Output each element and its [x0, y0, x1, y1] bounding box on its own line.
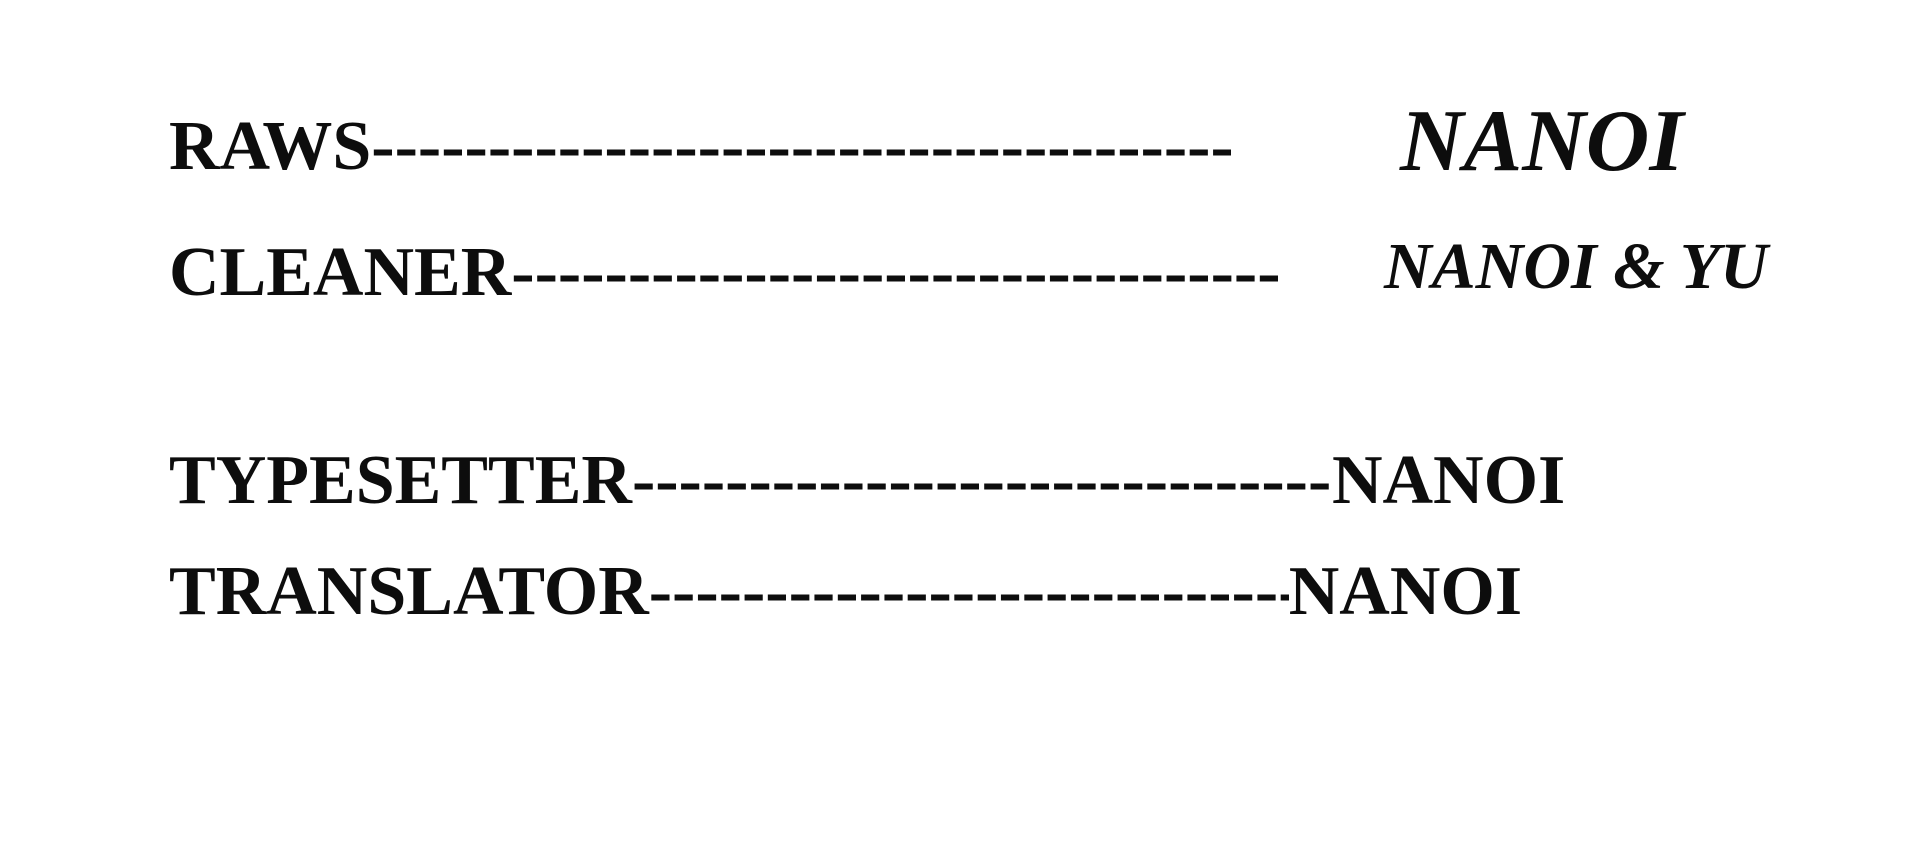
credit-row-translator: TRANSLATOR -----------------------------… — [169, 557, 1522, 627]
role-label: RAWS — [169, 108, 372, 185]
dash-leader: ----------------------------------------… — [511, 238, 1281, 308]
dash-leader: ----------------------------------------… — [648, 557, 1289, 627]
credit-name: NANOI — [1400, 93, 1684, 190]
dash-leader: ----------------------------------------… — [371, 112, 1231, 182]
credit-row-raws: RAWS -----------------------------------… — [169, 112, 1231, 182]
credit-row-cleaner: CLEANER --------------------------------… — [169, 238, 1281, 308]
dash-leader: ----------------------------------------… — [631, 446, 1332, 516]
credit-name: NANOI — [1288, 553, 1523, 630]
role-label: TYPESETTER — [169, 442, 632, 519]
credit-name: NANOI & YU — [1384, 230, 1768, 303]
credit-row-typesetter: TYPESETTER -----------------------------… — [169, 446, 1565, 516]
credit-name: NANOI — [1331, 442, 1566, 519]
role-label: TRANSLATOR — [169, 553, 649, 630]
role-label: CLEANER — [169, 234, 512, 311]
